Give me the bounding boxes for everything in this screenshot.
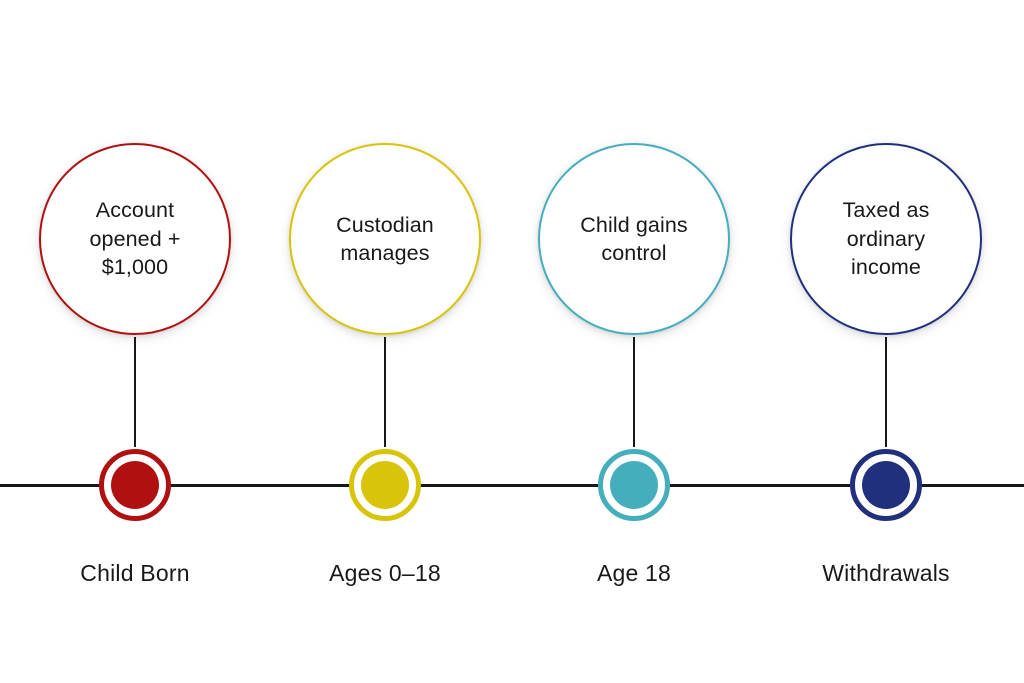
milestone-connector-line <box>633 337 635 447</box>
milestone-bubble[interactable]: Child gains control <box>538 143 730 335</box>
milestone-node-core <box>862 461 910 509</box>
milestone-node-marker[interactable] <box>850 449 922 521</box>
milestone-connector-line <box>885 337 887 447</box>
milestone-ages-0-18: Custodian manages Ages 0–18 <box>270 0 500 683</box>
milestone-bubble-text: Account opened + $1,000 <box>89 198 181 280</box>
milestone-child-born: Account opened + $1,000 Child Born <box>20 0 250 683</box>
milestone-connector-line <box>134 337 136 447</box>
milestone-node-core <box>361 461 409 509</box>
milestone-node-core <box>111 461 159 509</box>
milestone-caption: Child Born <box>80 560 190 586</box>
milestone-bubble[interactable]: Taxed as ordinary income <box>790 143 982 335</box>
milestone-bubble-text: Taxed as ordinary income <box>842 198 930 280</box>
milestone-bubble-text: Child gains control <box>580 212 688 265</box>
milestone-caption: Age 18 <box>596 560 672 586</box>
milestone-node-core <box>610 461 658 509</box>
milestone-withdrawals: Taxed as ordinary income Withdrawals <box>771 0 1001 683</box>
timeline-axis <box>0 484 1024 487</box>
milestone-connector-line <box>384 337 386 447</box>
milestone-node-marker[interactable] <box>349 449 421 521</box>
milestone-node-marker[interactable] <box>99 449 171 521</box>
milestone-age-18: Child gains control Age 18 <box>519 0 749 683</box>
milestone-bubble-text: Custodian manages <box>336 212 434 265</box>
milestone-bubble[interactable]: Account opened + $1,000 <box>39 143 231 335</box>
milestone-caption: Ages 0–18 <box>329 560 441 586</box>
milestone-caption: Withdrawals <box>822 560 950 586</box>
milestone-bubble[interactable]: Custodian manages <box>289 143 481 335</box>
milestone-node-marker[interactable] <box>598 449 670 521</box>
